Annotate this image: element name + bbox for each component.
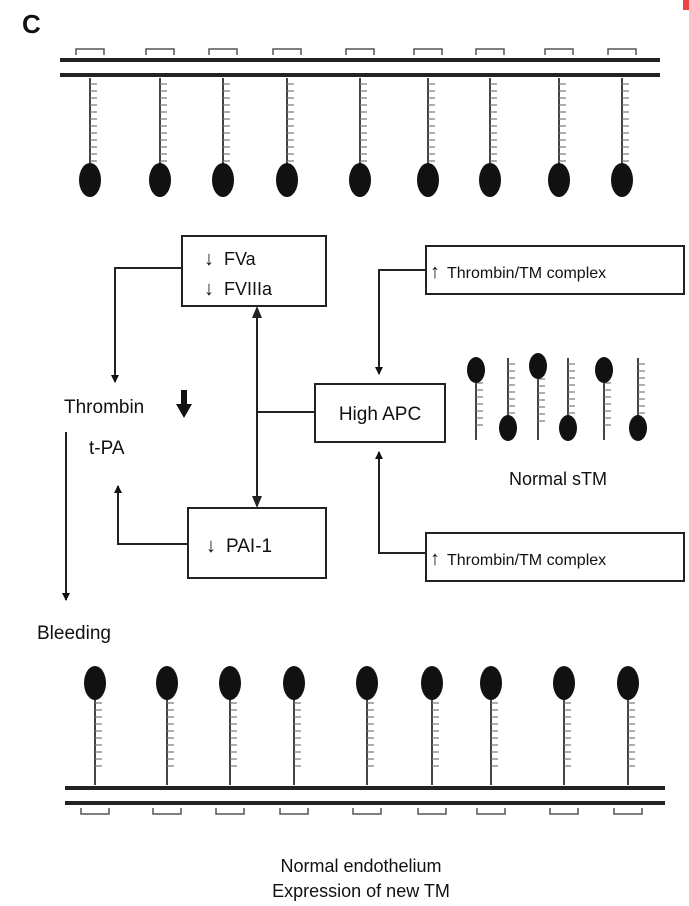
- bottom-endothelium-membrane: [65, 666, 665, 815]
- tm-molecule: [79, 78, 101, 197]
- tm-molecule: [479, 78, 501, 197]
- fva-label: FVa: [224, 249, 257, 269]
- tm-molecule: [212, 78, 234, 197]
- membrane-anchor: [208, 48, 238, 55]
- membrane-anchor: [80, 808, 110, 815]
- tm-molecule: [499, 358, 517, 441]
- thrombin-label: Thrombin: [64, 397, 144, 418]
- tm-molecule: [595, 357, 613, 440]
- membrane-anchor: [476, 808, 506, 815]
- pai1-box: ↓ PAI-1: [187, 507, 327, 579]
- thrombin-tm-complex-bottom-box: ↑ Thrombin/TM complex: [425, 532, 685, 582]
- membrane-anchor: [607, 48, 637, 55]
- tm-molecule: [553, 666, 575, 785]
- tm-molecule: [611, 78, 633, 197]
- tm-molecule: [283, 666, 305, 785]
- thrombin-tm-complex-top-box: ↑ Thrombin/TM complex: [425, 245, 685, 295]
- down-arrow-icon: ↓: [204, 278, 214, 300]
- tm-molecule: [84, 666, 106, 785]
- tm-molecule: [548, 78, 570, 197]
- membrane-anchor: [75, 48, 105, 55]
- complex-bottom-label: Thrombin/TM complex: [447, 552, 606, 569]
- membrane-anchor: [152, 808, 182, 815]
- normal-stm-label: Normal sTM: [509, 469, 607, 489]
- tm-molecule: [617, 666, 639, 785]
- edge-accent-mark: [683, 0, 689, 10]
- membrane-anchor: [352, 808, 382, 815]
- tm-molecule: [276, 78, 298, 197]
- panel-label: C: [22, 9, 41, 39]
- tm-molecule: [156, 666, 178, 785]
- tm-molecule: [480, 666, 502, 785]
- fviiia-label: FVIIIa: [224, 279, 273, 299]
- pai1-label: PAI-1: [226, 536, 272, 557]
- fva-fviiia-box: ↓ FVa ↓ FVIIIa: [181, 235, 327, 307]
- soluble-tm-cluster: [467, 353, 647, 441]
- caption-line-1: Normal endothelium: [280, 856, 441, 876]
- bleeding-label: Bleeding: [37, 623, 111, 644]
- membrane-anchor: [549, 808, 579, 815]
- connector-lines: [62, 267, 426, 601]
- tm-molecule: [629, 358, 647, 441]
- membrane-anchor: [417, 808, 447, 815]
- tpa-label: t-PA: [89, 438, 125, 459]
- down-arrow-icon: ↓: [204, 248, 214, 270]
- membrane-anchor: [544, 48, 574, 55]
- up-arrow-icon: ↑: [430, 261, 440, 283]
- thrombin-down-bold-arrow-icon: [176, 390, 192, 418]
- up-arrow-icon: ↑: [430, 548, 440, 570]
- membrane-anchor: [272, 48, 302, 55]
- high-apc-box: High APC: [314, 383, 446, 443]
- tm-molecule: [356, 666, 378, 785]
- complex-top-label: Thrombin/TM complex: [447, 265, 606, 282]
- high-apc-label: High APC: [339, 404, 421, 425]
- membrane-anchor: [279, 808, 309, 815]
- tm-molecule: [529, 353, 547, 440]
- bottom-membrane-tm-molecules: [80, 666, 643, 815]
- top-endothelium-membrane: [60, 48, 660, 197]
- membrane-anchor: [345, 48, 375, 55]
- tm-molecule: [559, 358, 577, 441]
- membrane-anchor: [613, 808, 643, 815]
- membrane-anchor: [215, 808, 245, 815]
- membrane-anchor: [413, 48, 443, 55]
- tm-molecule: [467, 357, 485, 440]
- down-arrow-icon: ↓: [206, 535, 216, 557]
- tm-molecule: [349, 78, 371, 197]
- top-membrane-tm-molecules: [75, 48, 637, 197]
- membrane-anchor: [475, 48, 505, 55]
- tm-molecule: [219, 666, 241, 785]
- tm-molecule: [417, 78, 439, 197]
- caption-line-2: Expression of new TM: [272, 881, 450, 901]
- membrane-anchor: [145, 48, 175, 55]
- tm-molecule: [421, 666, 443, 785]
- tm-molecule: [149, 78, 171, 197]
